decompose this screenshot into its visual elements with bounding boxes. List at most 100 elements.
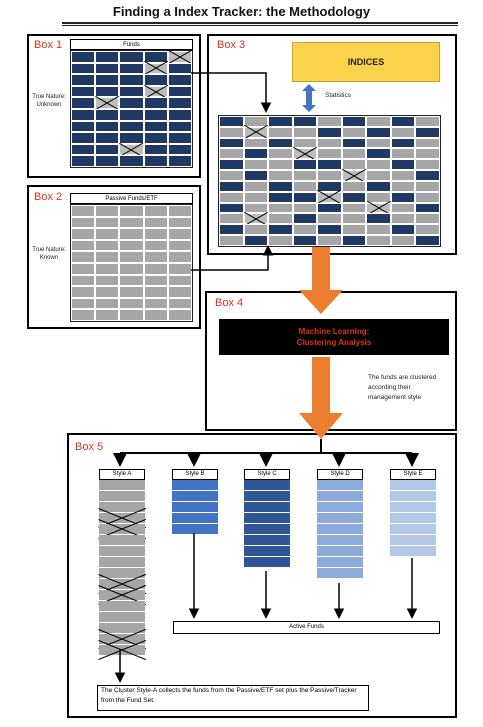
grid-cell xyxy=(143,239,168,252)
grid-cell xyxy=(219,148,244,160)
grid-cell xyxy=(341,191,367,203)
grid-cell xyxy=(119,51,144,63)
grid-cell xyxy=(167,62,192,75)
grid-cell xyxy=(341,137,367,149)
grid-cell xyxy=(268,202,293,214)
style-cell xyxy=(317,546,363,557)
grid-cell xyxy=(390,148,416,160)
grid-cell xyxy=(292,126,318,138)
grid-cell xyxy=(390,116,416,127)
grid-cell xyxy=(366,116,391,127)
grid-cell xyxy=(95,97,120,109)
grid-cell xyxy=(219,170,244,181)
funds-grid xyxy=(70,50,193,168)
style-cell xyxy=(317,480,363,491)
style-title: Style B xyxy=(172,469,218,480)
grid-cell xyxy=(268,235,293,246)
grid-cell xyxy=(167,85,192,98)
grid-cell xyxy=(341,126,367,138)
grid-cell xyxy=(119,155,144,167)
ml-title-line2: Clustering Analysis xyxy=(296,338,372,347)
style-cell xyxy=(99,480,145,491)
box-2-label: Box 2 xyxy=(34,191,63,203)
grid-cell xyxy=(219,137,244,149)
grid-cell xyxy=(219,126,244,138)
style-cell xyxy=(390,546,436,557)
grid-cell xyxy=(143,62,168,75)
grid-cell xyxy=(390,213,416,225)
grid-cell xyxy=(317,159,342,171)
funds-grid-title: Funds xyxy=(70,39,193,50)
box-2-nature-text: True Nature: Known xyxy=(32,247,66,261)
grid-cell xyxy=(317,213,342,225)
grid-cell xyxy=(243,235,269,246)
grid-cell xyxy=(95,85,120,98)
grid-cell xyxy=(341,202,367,214)
grid-cell xyxy=(390,170,416,181)
grid-cell xyxy=(341,235,367,246)
grid-cell xyxy=(268,224,293,236)
grid-cell xyxy=(243,191,269,203)
title-rule-thin xyxy=(62,25,458,26)
grid-cell xyxy=(415,180,440,192)
grid-cell xyxy=(292,137,318,149)
statistics-label: Statistics xyxy=(325,92,352,99)
grid-cell xyxy=(119,274,144,287)
grid-cell xyxy=(415,159,440,171)
grid-cell xyxy=(317,116,342,127)
grid-cell xyxy=(143,109,168,121)
style-cell xyxy=(172,480,218,491)
grid-cell xyxy=(390,191,416,203)
style-cell xyxy=(99,590,145,601)
grid-cell xyxy=(243,137,269,149)
grid-cell xyxy=(167,109,192,121)
grid-cell xyxy=(243,180,269,192)
grid-cell xyxy=(366,235,391,246)
style-cell xyxy=(244,491,290,502)
grid-cell xyxy=(415,191,440,203)
grid-cell xyxy=(390,224,416,236)
grid-cell xyxy=(95,239,120,252)
grid-cell xyxy=(366,126,391,138)
grid-cell xyxy=(119,143,144,156)
grid-cell xyxy=(341,180,367,192)
style-cell xyxy=(244,524,290,535)
grid-cell xyxy=(341,224,367,236)
style-cell xyxy=(317,513,363,524)
grid-cell xyxy=(268,116,293,127)
grid-cell xyxy=(167,263,192,275)
grid-cell xyxy=(143,309,168,321)
grid-cell xyxy=(143,74,168,86)
grid-cell xyxy=(243,159,269,171)
grid-cell xyxy=(366,180,391,192)
grid-cell xyxy=(71,97,96,109)
grid-cell xyxy=(415,148,440,160)
grid-cell xyxy=(317,170,342,181)
grid-cell xyxy=(167,143,192,156)
grid-cell xyxy=(268,180,293,192)
grid-cell xyxy=(167,132,192,144)
grid-cell xyxy=(317,224,342,236)
grid-cell xyxy=(292,180,318,192)
grid-cell xyxy=(71,286,96,298)
grid-cell xyxy=(390,180,416,192)
grid-cell xyxy=(119,205,144,217)
style-cell xyxy=(172,524,218,535)
style-cell xyxy=(317,502,363,513)
grid-cell xyxy=(390,235,416,246)
grid-cell xyxy=(219,116,244,127)
style-title: Style E xyxy=(390,469,436,480)
grid-cell xyxy=(219,235,244,246)
grid-cell xyxy=(71,205,96,217)
box-1-nature-text: True Nature: Unknown xyxy=(32,94,66,108)
grid-cell xyxy=(167,286,192,298)
style-column-style-d: Style D xyxy=(317,469,363,579)
grid-cell xyxy=(143,120,168,133)
grid-cell xyxy=(143,143,168,156)
grid-cell xyxy=(341,159,367,171)
grid-cell xyxy=(292,224,318,236)
grid-cell xyxy=(415,224,440,236)
grid-cell xyxy=(119,62,144,75)
combined-grid xyxy=(218,115,441,247)
